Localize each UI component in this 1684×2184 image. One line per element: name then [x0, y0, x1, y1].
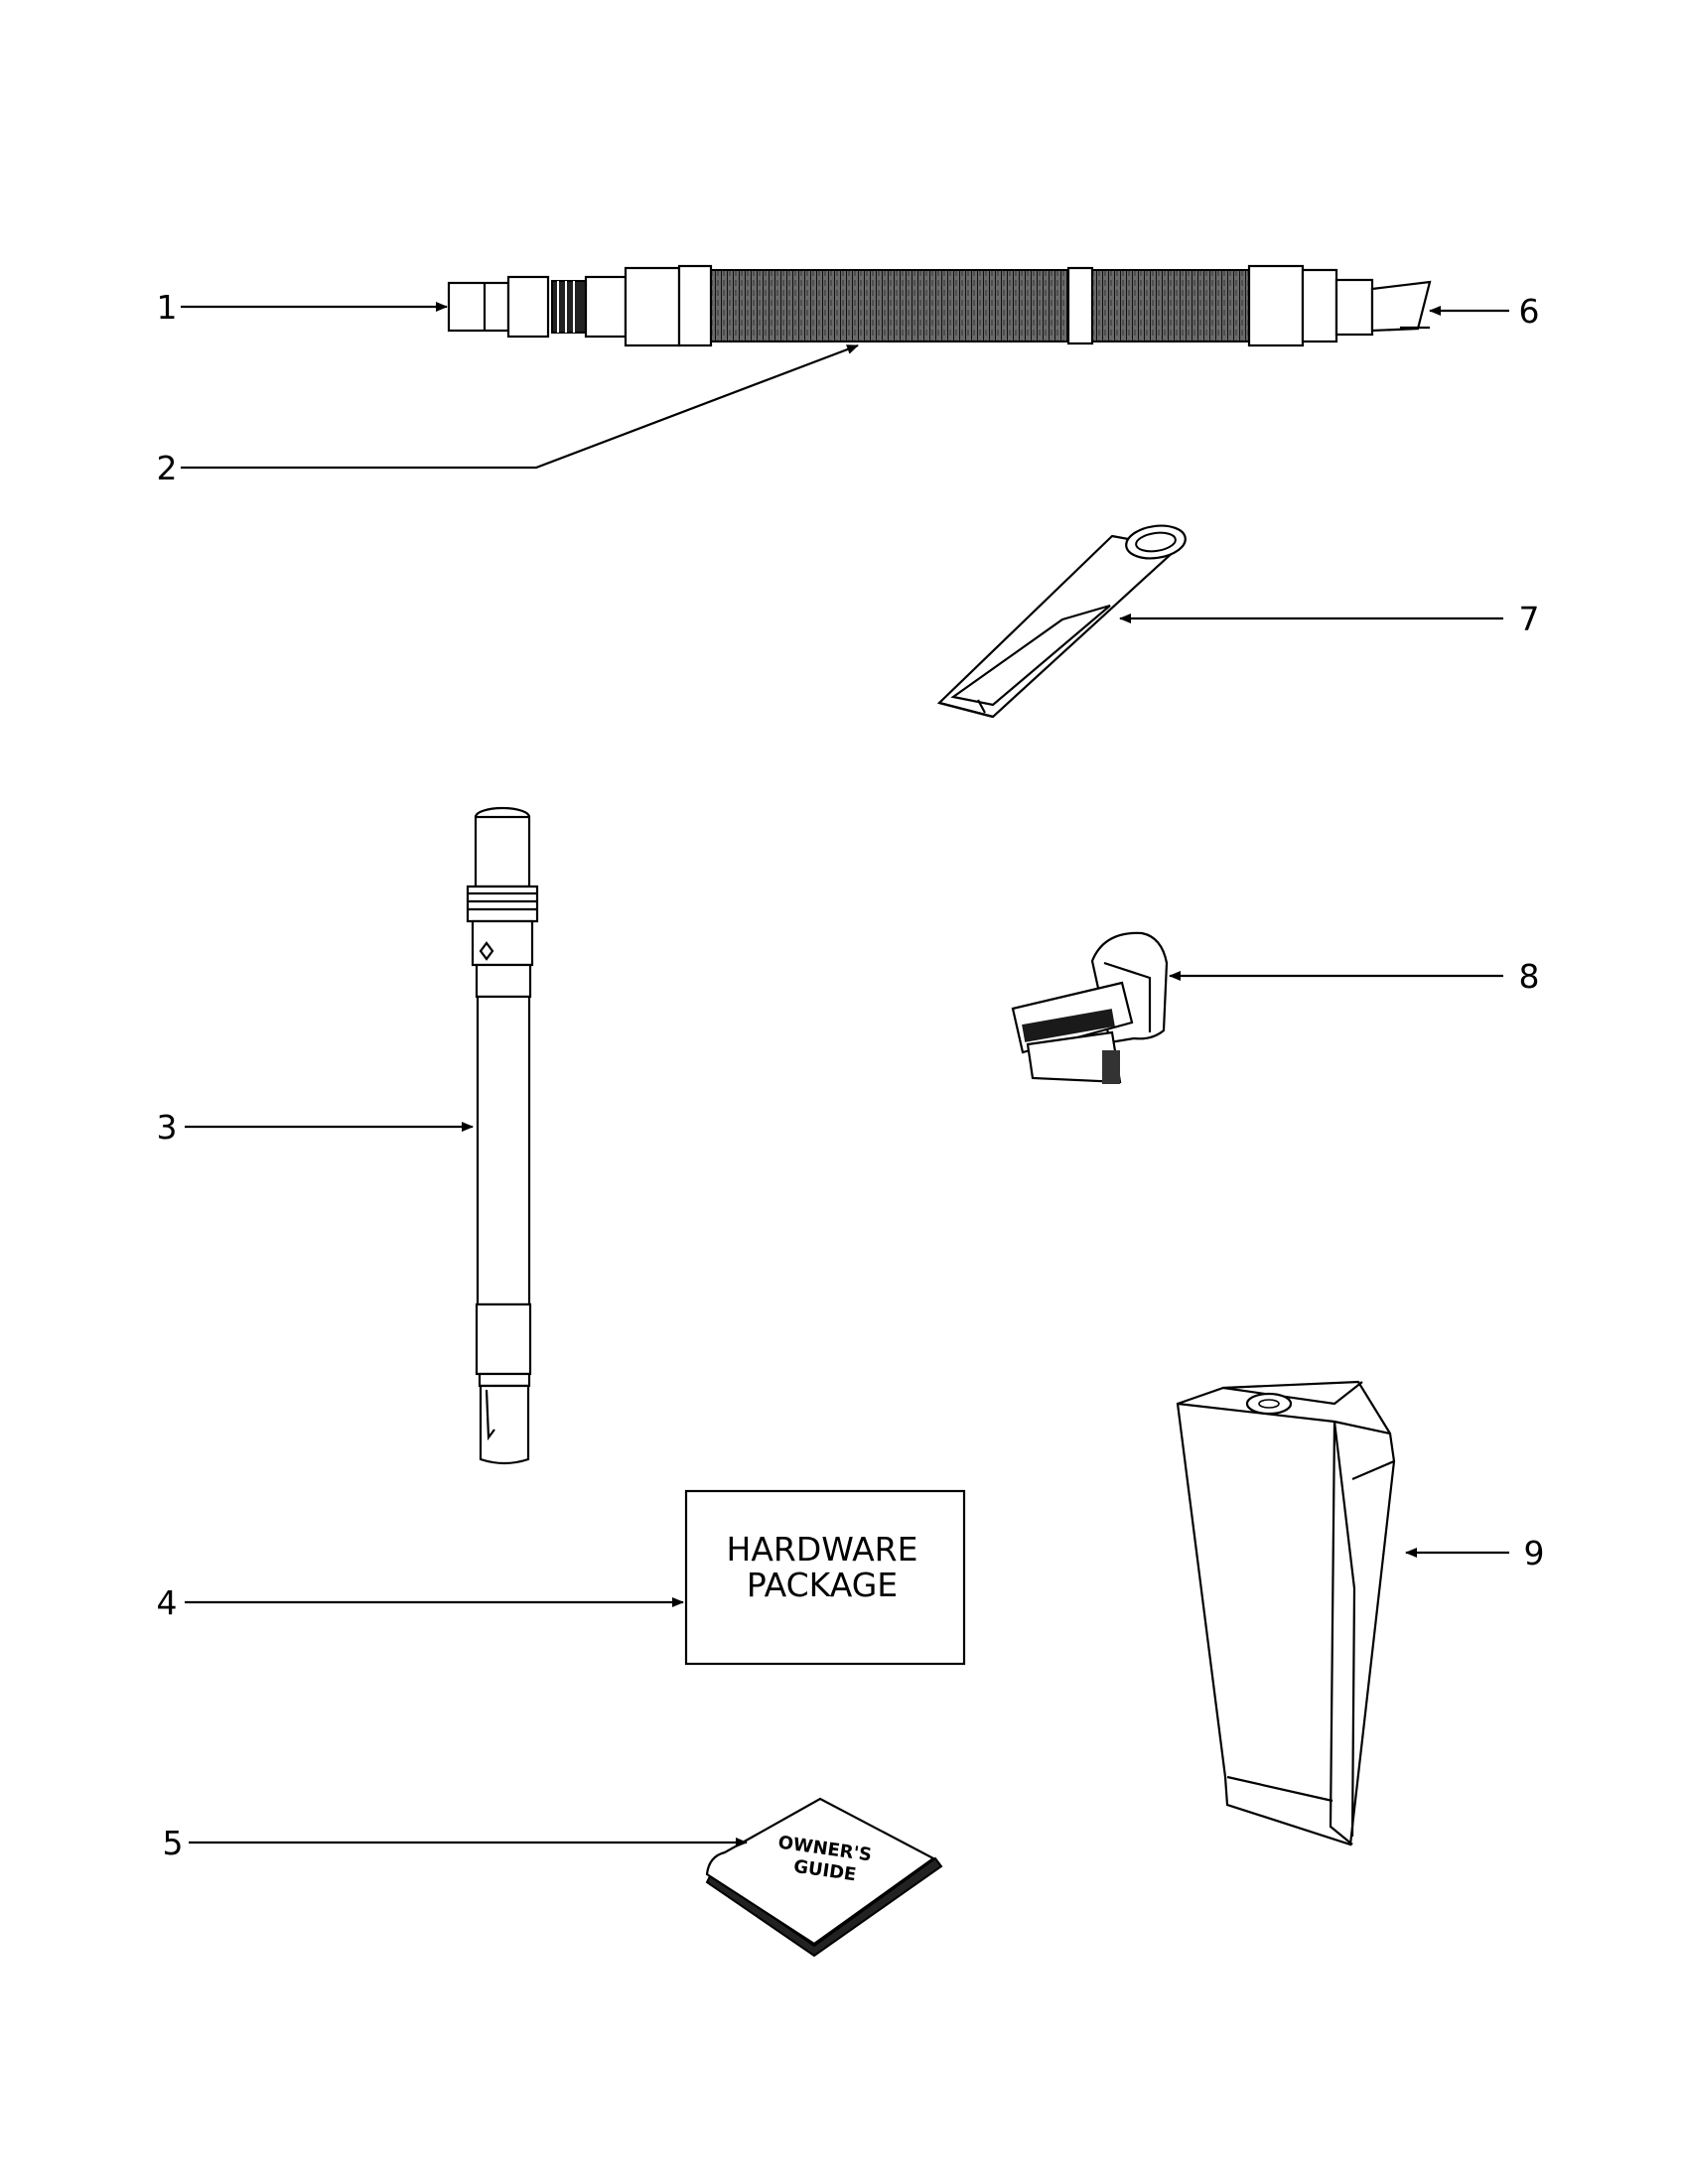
- callout-2: 2: [157, 449, 178, 487]
- callout-7: 7: [1519, 600, 1540, 638]
- crevice-tool: [936, 524, 1187, 719]
- dust-bag: [1176, 1380, 1396, 1846]
- hardware-package-line2: PACKAGE: [747, 1566, 898, 1604]
- hose-assembly: [447, 264, 1432, 347]
- callout-1: 1: [157, 288, 178, 327]
- leader-lines: [181, 302, 1509, 1847]
- callout-6: 6: [1519, 292, 1540, 331]
- extension-wand: [466, 806, 539, 1465]
- hardware-package-box: [684, 1489, 966, 1666]
- callout-3: 3: [157, 1108, 178, 1147]
- callout-4: 4: [157, 1583, 178, 1622]
- callout-9: 9: [1524, 1534, 1545, 1572]
- callout-5: 5: [163, 1824, 184, 1862]
- upholstery-nozzle: [1011, 931, 1169, 1084]
- callout-8: 8: [1519, 957, 1540, 996]
- owners-guide-book: [705, 1797, 943, 1958]
- hardware-package-line1: HARDWARE: [727, 1530, 918, 1569]
